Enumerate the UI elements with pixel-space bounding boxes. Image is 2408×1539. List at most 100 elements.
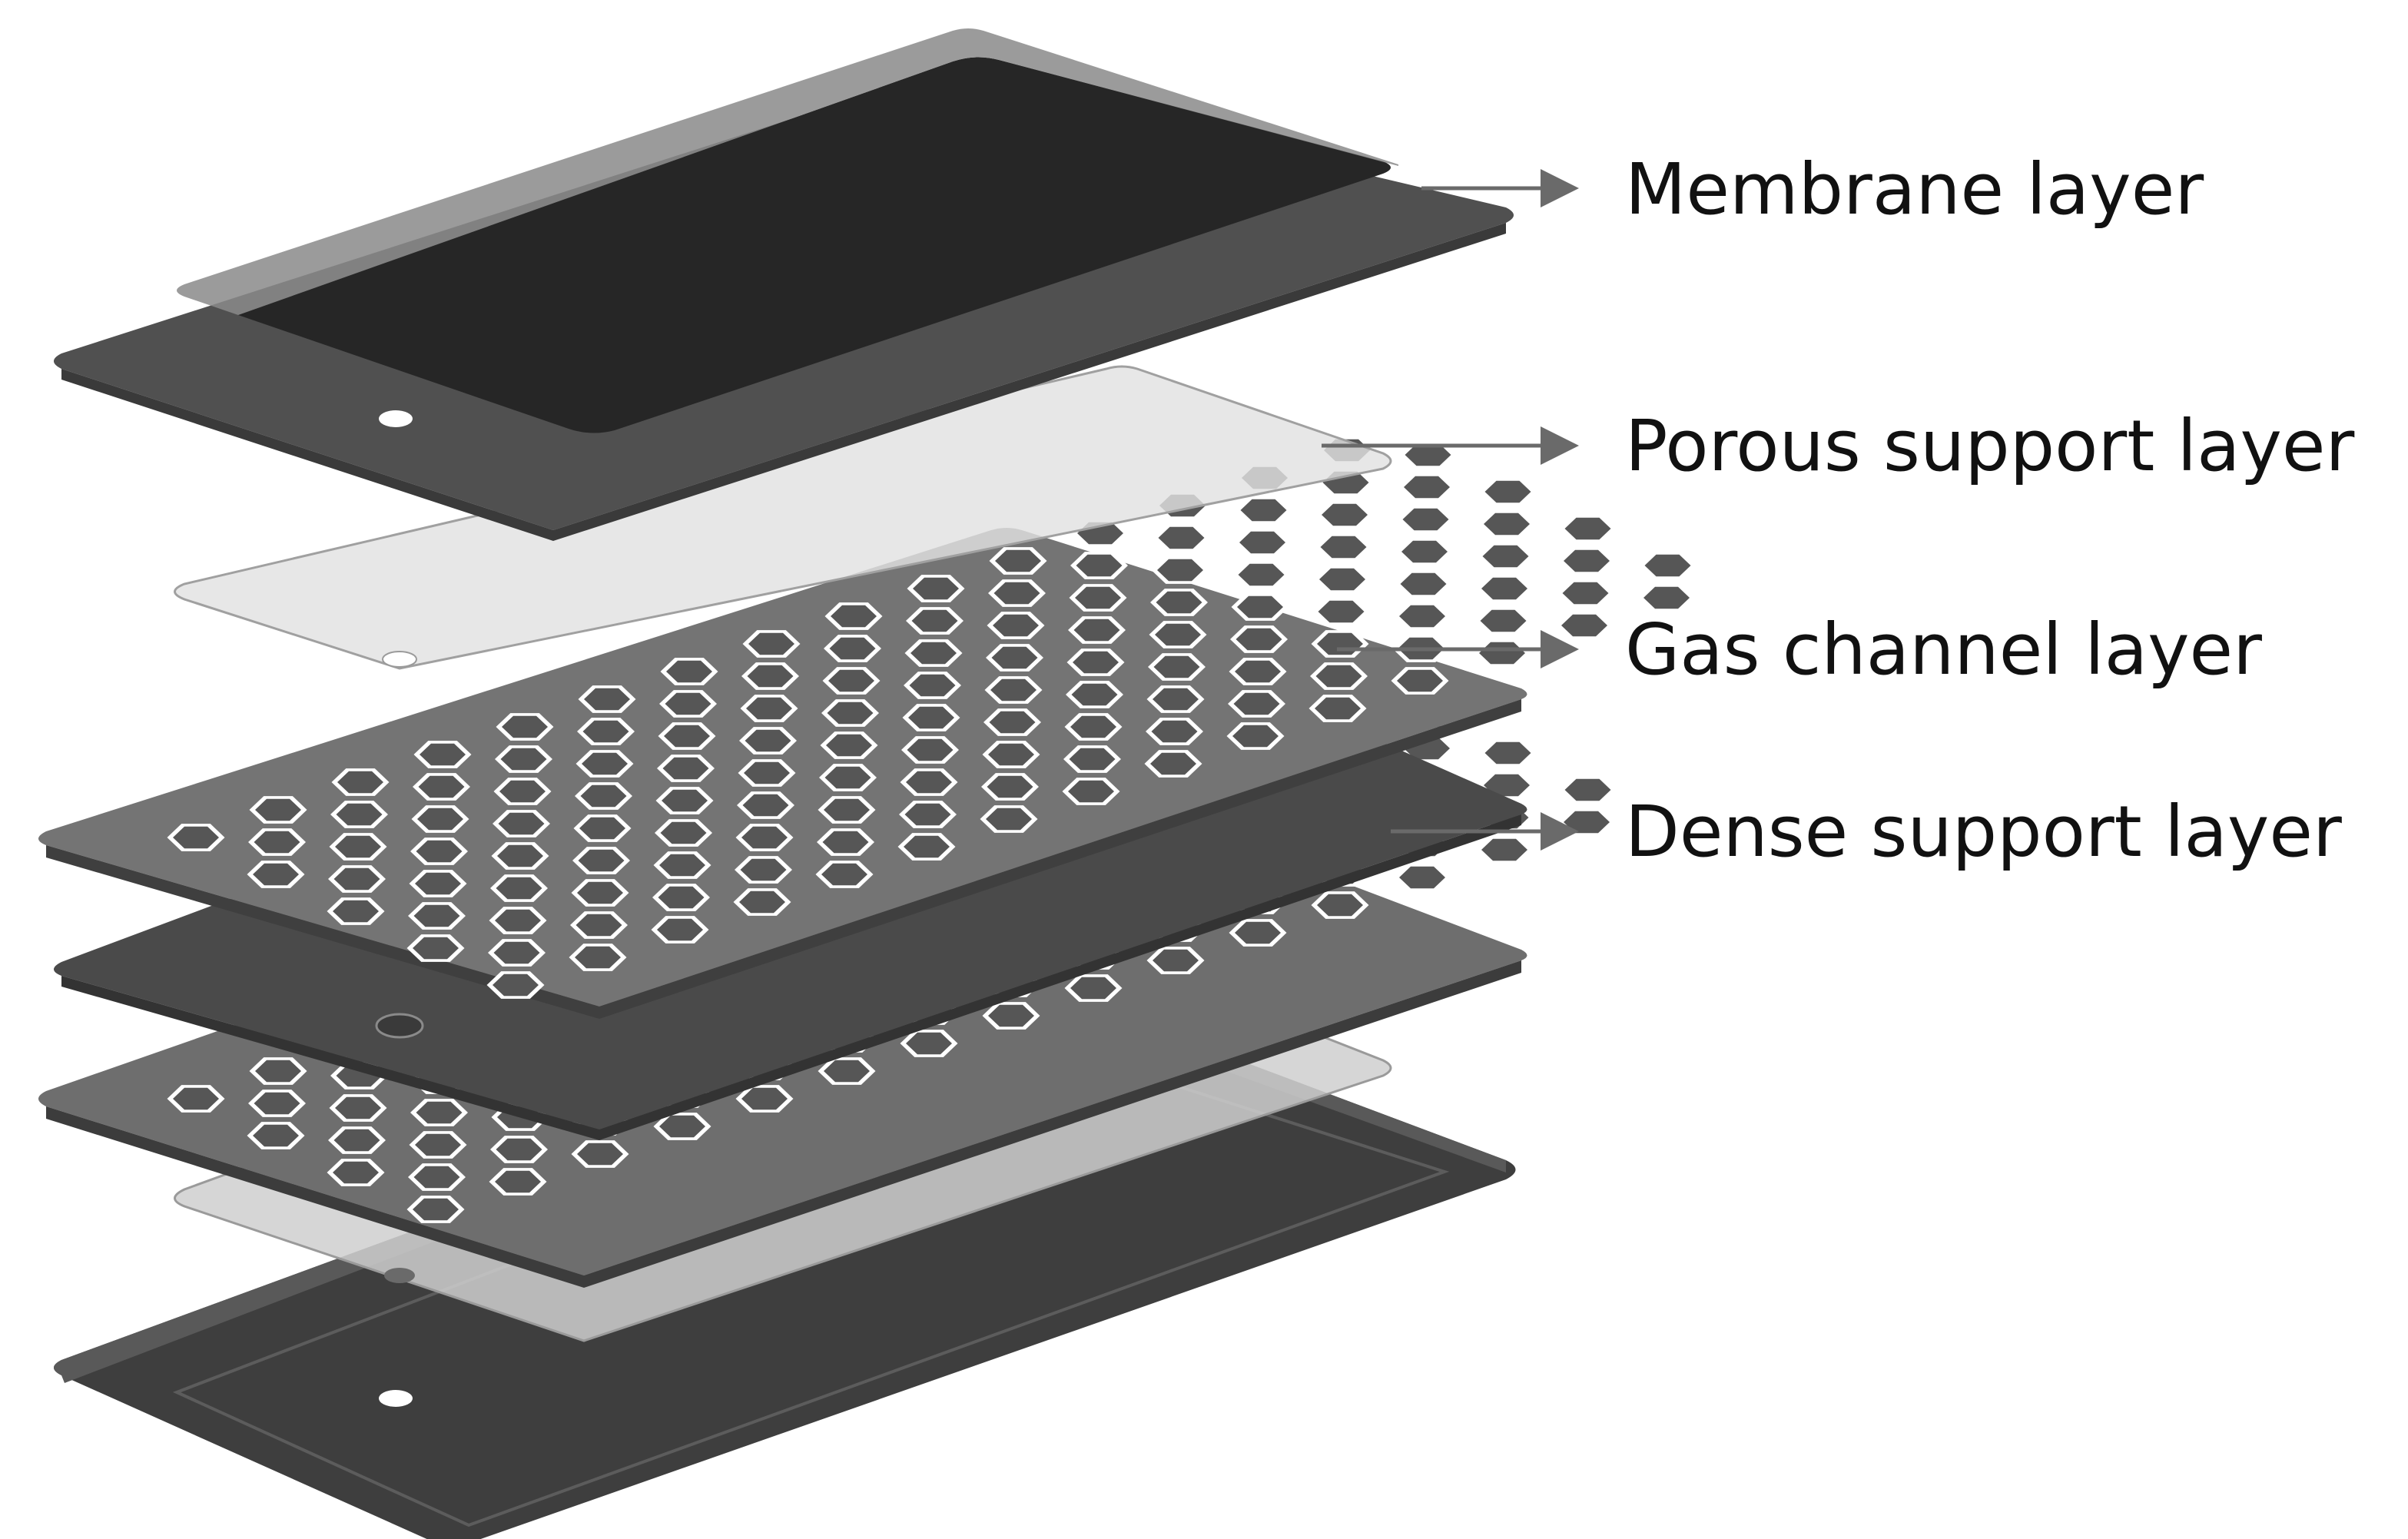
channel-hex-post	[995, 549, 1041, 572]
channel-hex-post	[911, 609, 958, 632]
channel-hex-post	[904, 835, 950, 858]
channel-hex-post	[666, 660, 712, 683]
channel-hex-post	[495, 909, 541, 932]
channel-hex-post	[333, 900, 379, 923]
channel-hex-post	[173, 1087, 219, 1110]
leader-lines	[1322, 169, 1579, 851]
channel-hex-post	[1484, 480, 1531, 503]
channel-hex-post	[739, 891, 785, 914]
channel-hex-post	[829, 637, 876, 660]
channel-hex-post	[498, 812, 545, 835]
channel-hex-post	[493, 941, 540, 964]
channel-hex-post	[420, 743, 466, 766]
channel-hex-post	[993, 614, 1039, 637]
channel-hex-post	[1073, 651, 1119, 674]
channel-hex-post	[1153, 949, 1199, 972]
channel-hex-post	[907, 738, 954, 761]
channel-hex-post	[1481, 838, 1527, 861]
channel-hex-post	[747, 665, 794, 688]
channel-hex-post	[413, 904, 460, 927]
channel-hex-post	[1564, 517, 1611, 540]
channel-hex-post	[413, 1166, 460, 1189]
channel-hex-post	[1402, 508, 1449, 531]
channel-hex-post	[333, 1129, 380, 1152]
channel-hex-post	[416, 840, 463, 863]
channel-hex-post	[1155, 623, 1201, 646]
channel-hex-post	[748, 632, 794, 655]
channel-hex-post	[335, 1096, 381, 1119]
channel-hex-post	[333, 1161, 379, 1184]
channel-hex-post	[418, 775, 465, 798]
channel-hex-post	[413, 1198, 459, 1221]
channel-hex-post	[496, 1138, 542, 1161]
channel-hex-post	[502, 715, 548, 738]
upper-gas-channel-pattern	[167, 436, 1697, 999]
channel-hex-post	[1322, 503, 1368, 526]
channel-hex-post	[831, 605, 877, 628]
channel-hex-post	[1236, 628, 1282, 651]
channel-hex-post	[664, 725, 710, 748]
channel-hex-post	[908, 706, 954, 729]
channel-hex-post	[1232, 725, 1279, 748]
channel-hex-post	[1320, 536, 1367, 559]
membrane-layer	[54, 28, 1514, 541]
dense-support-layer-label: Dense support layer	[1625, 791, 2342, 873]
channel-hex-post	[989, 711, 1036, 734]
channel-hex-post	[173, 826, 219, 849]
channel-hex-post	[1400, 572, 1447, 595]
channel-hex-post	[660, 821, 707, 844]
channel-hex-post	[253, 863, 299, 886]
channel-hex-post	[1075, 586, 1121, 609]
channel-hex-post	[658, 886, 705, 909]
channel-hex-post	[826, 734, 872, 757]
channel-hex-post	[824, 798, 870, 821]
channel-hex-post	[1239, 531, 1285, 554]
channel-hex-post	[335, 835, 381, 858]
channel-hex-post	[909, 674, 956, 697]
channel-hex-post	[662, 789, 708, 812]
channel-hex-post	[496, 877, 542, 900]
channel-hex-post	[1068, 780, 1114, 803]
channel-hex-post	[1643, 586, 1690, 609]
channel-hex-post	[575, 946, 621, 969]
channel-hex-post	[824, 1060, 870, 1083]
channel-hex-post	[824, 766, 871, 789]
channel-hex-post	[1482, 545, 1529, 568]
channel-hex-post	[255, 1060, 301, 1083]
upper-gas-channel-plate	[38, 436, 1697, 1019]
channel-hex-post	[822, 831, 869, 854]
channel-hex-post	[255, 798, 301, 821]
channel-hex-post	[577, 881, 623, 904]
channel-hex-post	[904, 803, 951, 826]
channel-hex-post	[1319, 568, 1365, 591]
channel-hex-post	[1156, 591, 1202, 614]
channel-hex-post	[1405, 443, 1451, 466]
channel-hex-post	[991, 646, 1038, 669]
channel-hex-post	[1484, 512, 1530, 536]
channel-hex-post	[913, 577, 959, 600]
membrane-layer-label: Membrane layer	[1625, 148, 2204, 231]
channel-hex-post	[579, 817, 625, 840]
channel-hex-post	[499, 780, 546, 803]
channel-hex-post	[1235, 660, 1281, 683]
channel-hex-post	[742, 794, 789, 817]
channel-hex-post	[1151, 720, 1198, 743]
channel-hex-post	[1153, 688, 1199, 711]
channel-hex-post	[1401, 540, 1448, 563]
channel-hex-post	[416, 1101, 463, 1124]
channel-hex-post	[1073, 619, 1120, 642]
channel-hex-post	[1564, 549, 1610, 572]
channel-hex-post	[577, 1143, 623, 1166]
porous-support-sheet	[174, 365, 1392, 670]
channel-hex-post	[497, 844, 543, 867]
channel-hex-post	[582, 752, 628, 775]
channel-hex-post	[1233, 692, 1280, 715]
channel-hex-post	[580, 784, 627, 808]
channel-hex-post	[665, 692, 711, 715]
channel-hex-post	[1076, 554, 1123, 577]
channel-hex-post	[1238, 563, 1285, 586]
channel-hex-post	[986, 808, 1032, 831]
channel-hex-post	[740, 858, 787, 881]
channel-hex-post	[254, 1092, 300, 1115]
